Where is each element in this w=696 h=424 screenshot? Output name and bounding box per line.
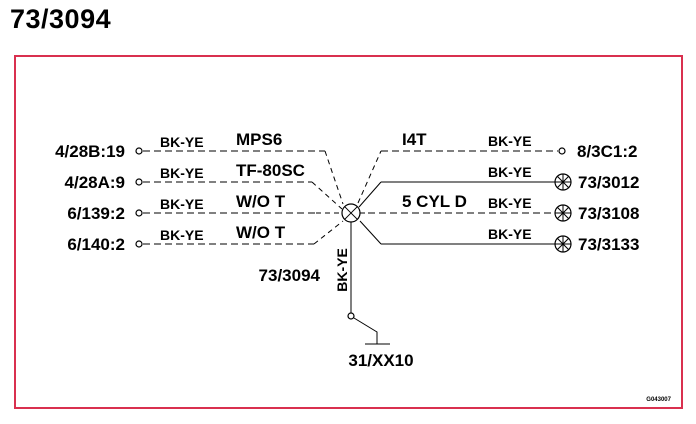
ground-link	[353, 317, 378, 344]
wire-left-diagonal	[324, 150, 344, 205]
junction-cross	[344, 206, 358, 220]
figure-code: G043007	[646, 397, 671, 403]
wire-color-label: BK-YE	[488, 133, 532, 149]
wire-right-diagonal	[357, 150, 382, 204]
wire-note-label: W/O T	[236, 192, 286, 211]
diagram-frame	[14, 55, 683, 409]
connector-label-right: 73/3108	[578, 204, 639, 223]
wire-note-label: 5 CYL D	[402, 192, 467, 211]
connector-label-left: 6/139:2	[67, 204, 125, 223]
wire-note-label: I4T	[402, 130, 427, 149]
connector-label-right: 73/3012	[578, 173, 639, 192]
ground-wire-label: BK-YE	[334, 248, 350, 292]
open-terminal	[135, 209, 143, 217]
wire-color-label: BK-YE	[160, 134, 204, 150]
wire-note-label: MPS6	[236, 130, 282, 149]
wire-color-label: BK-YE	[488, 226, 532, 242]
wire-left-diagonal	[313, 220, 344, 245]
wire-left-diagonal	[311, 181, 343, 210]
connector-label-right: 8/3C1:2	[577, 142, 637, 161]
open-terminal	[558, 147, 566, 155]
open-terminal	[135, 147, 143, 155]
connector-label-left: 6/140:2	[67, 235, 125, 254]
connector-label-right: 73/3133	[578, 235, 639, 254]
wire-color-label: BK-YE	[488, 164, 532, 180]
open-terminal	[135, 240, 143, 248]
wire-color-label: BK-YE	[160, 165, 204, 181]
connector-label-left: 4/28A:9	[65, 173, 125, 192]
wire-right-diagonal	[359, 220, 382, 245]
open-terminal	[347, 312, 355, 320]
wire-color-label: BK-YE	[488, 195, 532, 211]
open-terminal	[135, 178, 143, 186]
connector-label-left: 4/28B:19	[55, 142, 125, 161]
wire-color-label: BK-YE	[160, 227, 204, 243]
wire-note-label: TF-80SC	[236, 161, 305, 180]
page-title: 73/3094	[10, 4, 112, 34]
ground-label: 31/XX10	[348, 351, 413, 370]
wire-right-diagonal	[358, 181, 382, 208]
wire-color-label: BK-YE	[160, 196, 204, 212]
junction-label: 73/3094	[259, 266, 321, 285]
wire-note-label: W/O T	[236, 223, 286, 242]
